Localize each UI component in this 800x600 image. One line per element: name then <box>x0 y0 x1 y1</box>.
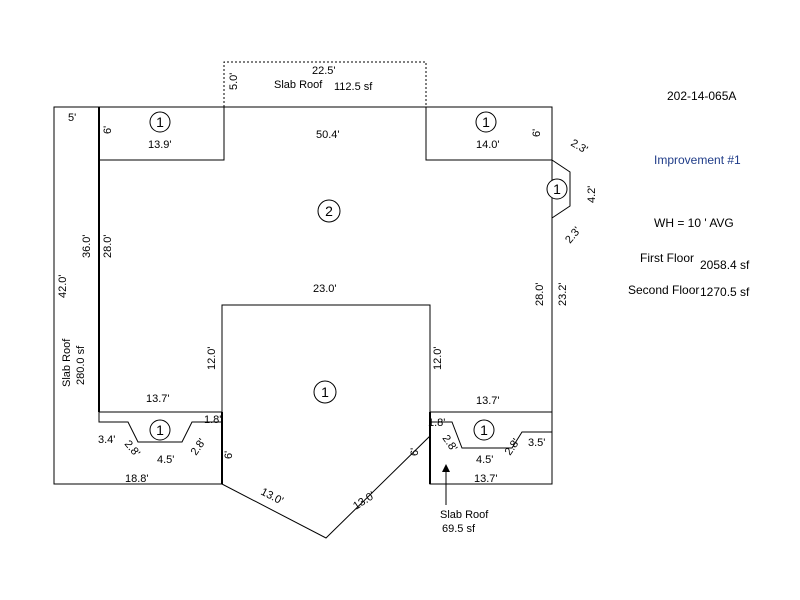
dim-right-step: 1.8' <box>428 417 445 429</box>
dim-right-lower: 13.7' <box>476 395 500 407</box>
dim-left-inner: 36.0' <box>81 234 93 258</box>
area-marker-top-left: 1 <box>149 111 171 133</box>
dim-top-left-offset: 5' <box>68 112 76 124</box>
dim-top-left-depth: 6' <box>102 126 114 134</box>
dim-br-depth: 6' <box>409 448 421 456</box>
svg-text:1: 1 <box>156 422 164 438</box>
top-slab-width: 22.5' <box>312 65 336 77</box>
dim-left-wall: 28.0' <box>102 234 114 258</box>
dim-bay-top: 2.3' <box>569 137 590 156</box>
slab-arrow-head <box>442 464 450 472</box>
dim-left-step: 1.8' <box>204 414 221 426</box>
dim-bay-bottom: 2.3' <box>563 225 583 246</box>
bottom-left-alcove <box>98 412 222 443</box>
area-marker-bottom-left: 1 <box>149 419 171 441</box>
sheet-id: 202-14-065A <box>667 89 736 103</box>
bottom-right-alcove <box>430 421 552 449</box>
top-slab-depth: 5.0' <box>228 73 240 90</box>
bottom-slab-area: 69.5 sf <box>442 523 476 535</box>
area-marker-top-right: 1 <box>475 111 497 133</box>
dim-top-right-depth: 6' <box>531 129 543 137</box>
dim-bl-diag1: 2.8' <box>122 438 142 459</box>
dim-left-outer: 42.0' <box>57 274 69 298</box>
svg-text:2: 2 <box>325 203 333 219</box>
first-floor-value: 2058.4 sf <box>700 258 750 272</box>
dim-br-bottom: 13.7' <box>474 473 498 485</box>
svg-text:1: 1 <box>482 114 490 130</box>
dim-bl-edge: 3.4' <box>98 434 115 446</box>
dim-top-left-width: 13.9' <box>148 139 172 151</box>
area-marker-bottom-right: 1 <box>473 419 495 441</box>
area-marker-front: 1 <box>313 380 337 404</box>
dim-left-lower: 13.7' <box>146 393 170 405</box>
dim-notch-top: 23.0' <box>313 283 337 295</box>
svg-text:1: 1 <box>553 181 561 197</box>
area-marker-bay: 1 <box>546 178 568 200</box>
bottom-slab-label: Slab Roof <box>440 509 489 521</box>
dim-notch-left: 12.0' <box>206 346 218 370</box>
top-slab-outline <box>223 61 427 107</box>
dim-bay-side: 4.2' <box>586 186 598 203</box>
dim-bl-mid: 4.5' <box>157 454 174 466</box>
wall-height: WH = 10 ' AVG <box>654 216 734 230</box>
dim-v-left: 13.0' <box>259 486 285 507</box>
svg-text:1: 1 <box>321 384 329 400</box>
dim-bl-depth: 6' <box>223 451 235 459</box>
left-slab-label: Slab Roof <box>61 338 73 387</box>
svg-text:1: 1 <box>480 422 488 438</box>
dim-v-right: 13.0' <box>351 490 377 513</box>
second-floor-value: 1270.5 sf <box>700 285 750 299</box>
second-floor-label: Second Floor <box>628 283 699 297</box>
top-right-room-line <box>425 107 552 161</box>
dim-top-right-width: 14.0' <box>476 139 500 151</box>
dim-br-mid: 4.5' <box>476 454 493 466</box>
dim-bl-diag2: 2.8' <box>189 437 209 458</box>
top-left-room-line <box>99 107 225 161</box>
dim-br-diag1: 2.8' <box>440 433 460 454</box>
first-floor-label: First Floor <box>640 251 694 265</box>
top-slab-area: 112.5 sf <box>334 81 373 93</box>
dim-right-outer: 23.2' <box>557 282 569 306</box>
left-slab-area: 280.0 sf <box>75 345 87 385</box>
svg-text:1: 1 <box>156 114 164 130</box>
dim-br-diag2: 2.8' <box>503 437 523 458</box>
dim-bl-bottom: 18.8' <box>125 473 149 485</box>
dim-right-wall: 28.0' <box>534 282 546 306</box>
center-notch <box>99 304 552 413</box>
improvement-label: Improvement #1 <box>654 153 741 167</box>
top-slab-label: Slab Roof <box>274 79 323 91</box>
dim-br-edge: 3.5' <box>528 437 545 449</box>
dim-notch-right: 12.0' <box>432 346 444 370</box>
area-marker-center: 2 <box>317 199 341 223</box>
dim-top-center: 50.4' <box>316 129 340 141</box>
